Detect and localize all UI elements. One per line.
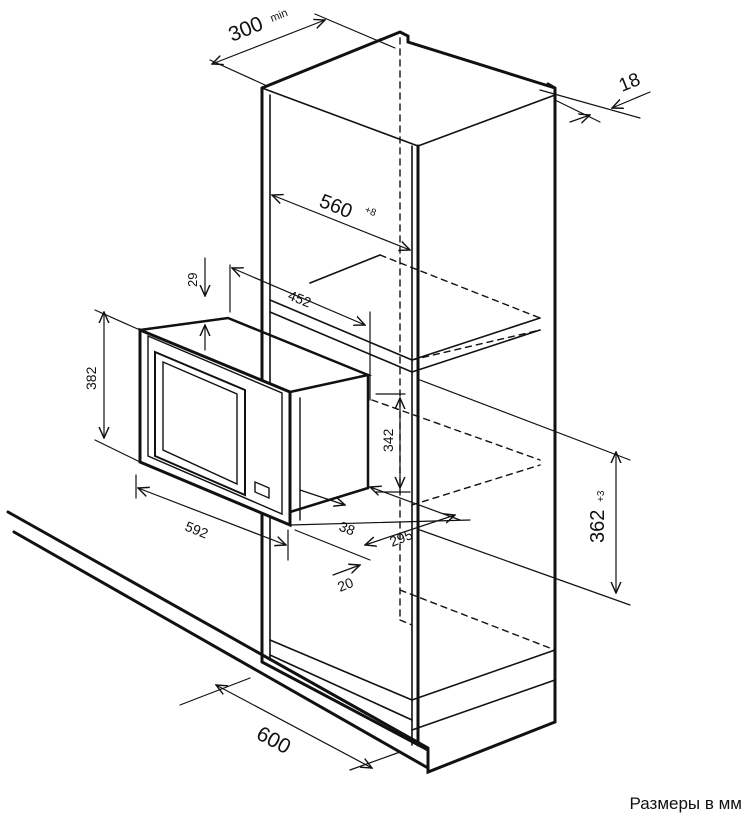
microwave bbox=[138, 316, 373, 528]
dim-29: 29 bbox=[185, 273, 200, 287]
dim-38: 38 bbox=[337, 518, 358, 539]
dim-342: 342 bbox=[380, 428, 396, 452]
dim-362: 362 bbox=[587, 510, 609, 543]
dim-600: 600 bbox=[253, 722, 295, 759]
dimension-lines bbox=[94, 13, 651, 771]
dim-18: 18 bbox=[616, 69, 643, 96]
dim-300-note: min bbox=[269, 7, 290, 25]
dim-300: 300 bbox=[225, 12, 266, 46]
dim-560-tol: +8 bbox=[363, 205, 378, 220]
cabinet bbox=[260, 30, 557, 775]
dim-20: 20 bbox=[335, 574, 356, 595]
dim-452: 452 bbox=[286, 287, 314, 311]
dim-592: 592 bbox=[183, 518, 211, 542]
dim-382: 382 bbox=[83, 366, 99, 390]
dim-560: 560 bbox=[316, 190, 355, 223]
floor-lines bbox=[6, 510, 430, 770]
dim-362-tol: +3 bbox=[596, 490, 607, 502]
units-caption: Размеры в мм bbox=[629, 794, 742, 813]
cabinet-inner bbox=[261, 87, 556, 746]
